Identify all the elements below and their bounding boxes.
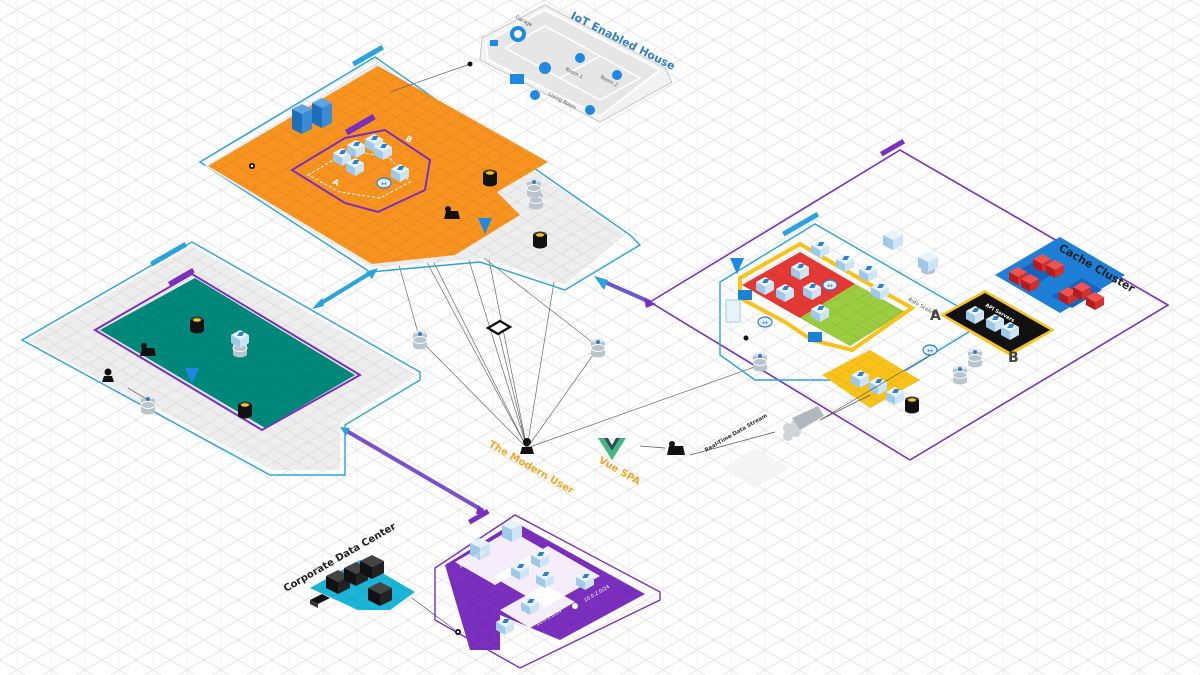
bottom-purple-region: 10.0.1.0/24 10.0.2.0/24 10.0.3.0/24 bbox=[434, 509, 661, 669]
teal-region bbox=[20, 241, 421, 476]
svg-text:B: B bbox=[404, 134, 414, 145]
cache-zone-letter-a: A bbox=[930, 308, 941, 324]
svg-text:A: A bbox=[331, 177, 342, 188]
vue-logo-icon bbox=[598, 438, 626, 460]
center-nodes bbox=[412, 319, 606, 358]
region-arrows bbox=[312, 268, 656, 514]
gateway-icon bbox=[667, 441, 685, 455]
user-icon bbox=[520, 438, 534, 454]
cache-zone-letter-b: B bbox=[1008, 350, 1019, 366]
orange-region: A B bbox=[198, 45, 642, 291]
